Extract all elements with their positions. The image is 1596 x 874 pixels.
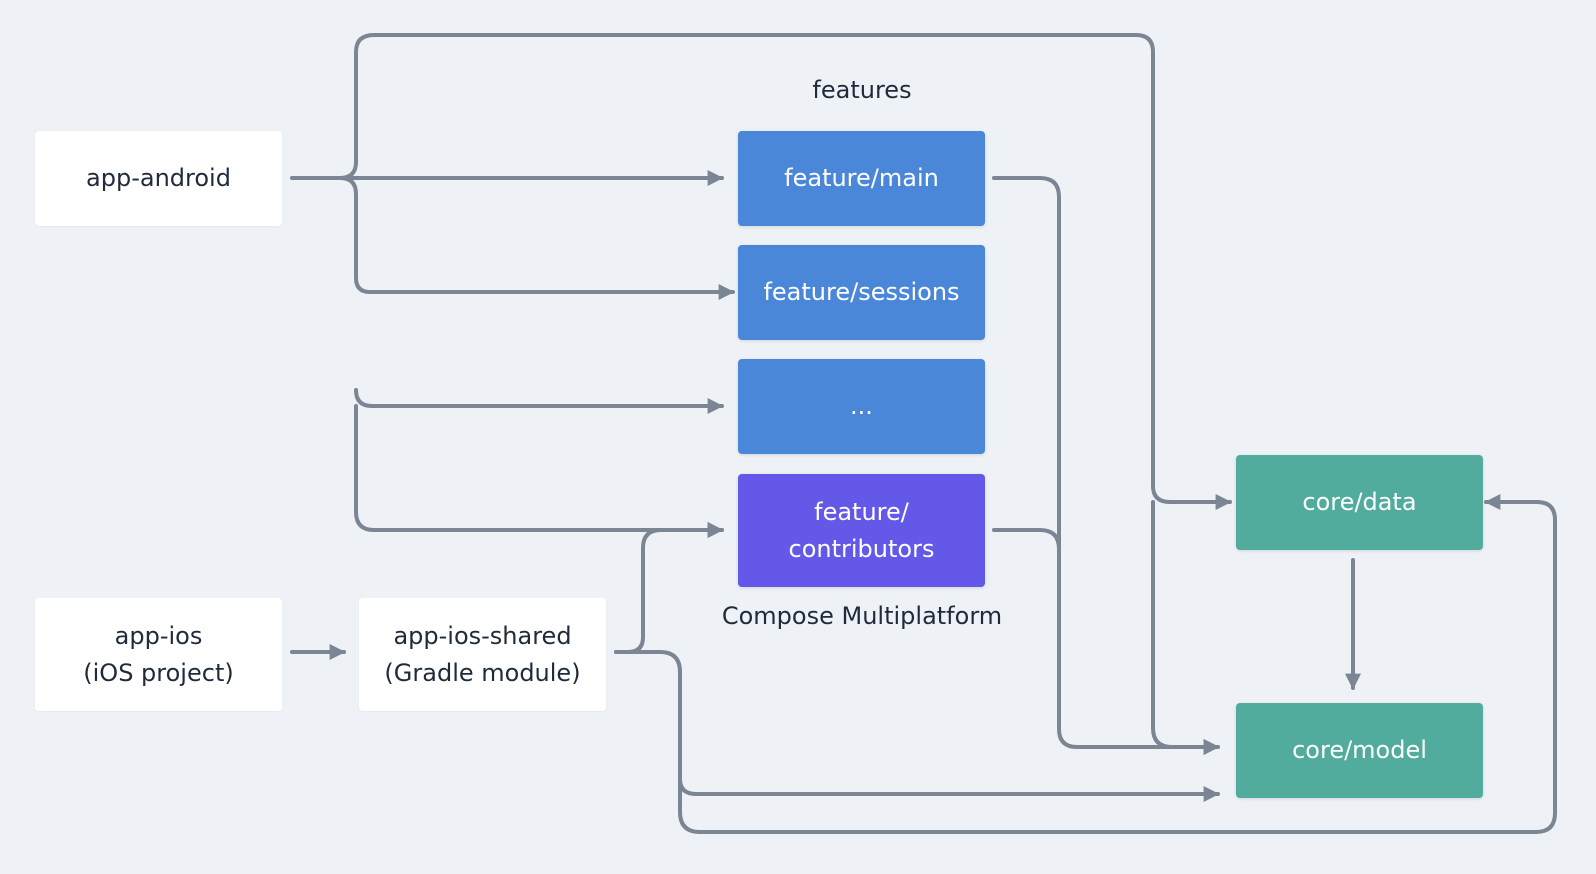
node-label: feature/sessions: [763, 278, 960, 306]
node-feature-sessions: feature/sessions: [738, 245, 985, 340]
node-core-data: core/data: [1236, 455, 1483, 550]
node-label: ...: [850, 392, 873, 420]
node-label-line1: app-ios-shared: [393, 621, 572, 650]
node-label-line2: (Gradle module): [384, 658, 581, 687]
node-core-model: core/model: [1236, 703, 1483, 798]
edge-android-to-core-model: [1151, 500, 1220, 755]
node-app-ios: app-ios (iOS project): [35, 598, 282, 711]
node-label: core/data: [1302, 488, 1417, 516]
node-label: app-android: [86, 164, 231, 192]
node-label-line2: (iOS project): [83, 658, 234, 687]
node-feature-contributors: feature/ contributors: [738, 474, 985, 587]
edge-main-to-core-model: [992, 176, 1220, 755]
compose-multiplatform-label: Compose Multiplatform: [721, 602, 1003, 630]
node-label: feature/main: [784, 164, 939, 192]
edge-android-to-more: [354, 388, 724, 414]
edge-android-to-sessions: [338, 176, 735, 300]
node-label-line1: app-ios: [114, 621, 203, 650]
node-feature-more: ...: [738, 359, 985, 454]
node-app-ios-shared: app-ios-shared (Gradle module): [359, 598, 606, 711]
edge-shared-to-contributors: [614, 522, 724, 654]
edge-android-to-contributors: [354, 404, 724, 538]
node-label-line1: feature/: [814, 497, 909, 526]
node-label: core/model: [1292, 736, 1427, 764]
node-app-android: app-android: [35, 131, 282, 226]
features-group-label: features: [812, 76, 912, 104]
node-feature-main: feature/main: [738, 131, 985, 226]
edge-shared-to-core-model: [614, 650, 1220, 802]
edge-shared-to-core-data: [678, 494, 1557, 834]
edge-android-to-core-data: [338, 33, 1232, 510]
node-label-line2: contributors: [788, 534, 935, 563]
edge-contributors-to-core-model: [992, 528, 1061, 551]
